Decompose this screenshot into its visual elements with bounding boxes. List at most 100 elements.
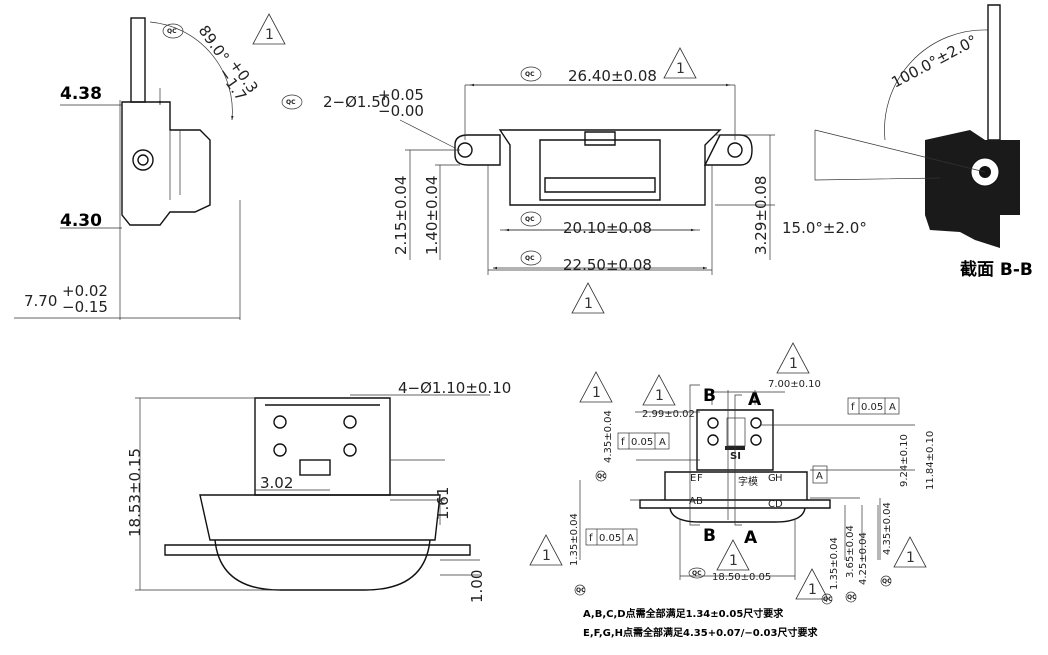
svg-text:QC: QC [576, 587, 586, 594]
svg-text:1.35±0.04: 1.35±0.04 [829, 537, 840, 590]
svg-text:89.0°: 89.0° [195, 22, 233, 66]
qc-badge: QC [574, 584, 586, 596]
svg-text:1: 1 [542, 548, 551, 564]
note-1: A,B,C,D点需全部满足1.34±0.05尺寸要求 [583, 607, 784, 620]
svg-text:QC: QC [525, 255, 535, 262]
qc-badge: QC [520, 211, 542, 227]
svg-text:B: B [696, 496, 703, 507]
svg-text:A: A [689, 496, 696, 507]
svg-text:QC: QC [525, 216, 535, 223]
revision-triangle: 1 [716, 539, 750, 571]
svg-text:QC: QC [823, 596, 833, 603]
dim-1-40: 1.40±0.04 [423, 176, 441, 255]
qc-badge: QC [520, 66, 542, 82]
svg-text:QC: QC [525, 71, 535, 78]
dim-4-30: 4.30 [60, 211, 102, 231]
svg-text:QC: QC [597, 473, 607, 480]
dim-holes-1-10: 4−Ø1.10±0.10 [398, 379, 511, 397]
fcf-bottom: f 0.05 A [585, 528, 638, 546]
dim-1-35-left: 1.35±0.04 [569, 513, 580, 566]
svg-text:1: 1 [729, 553, 738, 569]
angle-100: 100.0°±2.0° [888, 31, 980, 91]
dim-1-00: 1.00 [468, 570, 486, 603]
svg-text:F: F [697, 473, 703, 484]
svg-text:C: C [768, 499, 775, 510]
svg-text:A: A [889, 402, 896, 413]
svg-text:+0.05: +0.05 [378, 86, 424, 104]
svg-text:4.25±0.04: 4.25±0.04 [858, 532, 869, 585]
angle-89: 89.0° +0.3 −1.7 [195, 22, 262, 104]
dim-1-61: 1.61 [434, 487, 452, 520]
top-view: 18.53±0.15 3.02 1.61 1.00 4−Ø1.10±0.10 [126, 379, 511, 603]
dim-9-24: 9.24±0.10 [899, 434, 910, 487]
svg-text:0.05: 0.05 [861, 402, 883, 413]
svg-text:G: G [768, 473, 776, 484]
dim-20-10: 20.10±0.08 [563, 219, 652, 237]
qc-badge: QC [520, 250, 542, 266]
svg-text:4.35±0.04: 4.35±0.04 [882, 502, 893, 555]
svg-text:A: A [627, 533, 634, 544]
dim-3-29: 3.29±0.08 [752, 176, 770, 255]
revision-triangle: 1 [893, 536, 927, 568]
svg-text:QC: QC [847, 594, 857, 601]
svg-text:A: A [816, 471, 823, 482]
dim-holes-1-50: 2−Ø1.50 [323, 93, 390, 111]
revision-triangle: 1 [776, 342, 810, 374]
dim-3-02: 3.02 [260, 474, 293, 492]
front-view: 26.40±0.08 20.10±0.08 22.50±0.08 2−Ø1.50… [281, 47, 775, 314]
svg-text:QC: QC [167, 28, 177, 35]
note-2: E,F,G,H点需全部满足4.35+0.07/−0.03尺寸要求 [583, 626, 818, 639]
qc-badge: QC [595, 470, 607, 482]
svg-text:f: f [589, 533, 593, 544]
angle-15: 15.0°±2.0° [782, 219, 867, 237]
dim-11-84: 11.84±0.10 [925, 431, 936, 490]
svg-text:1: 1 [584, 296, 593, 312]
svg-text:−0.15: −0.15 [62, 298, 108, 316]
svg-text:A: A [748, 390, 762, 410]
revision-triangle: 1 [795, 568, 829, 600]
dim-7-70: 7.70 [24, 292, 57, 310]
svg-text:H: H [775, 473, 783, 484]
svg-text:+0.02: +0.02 [62, 282, 108, 300]
svg-text:0.05: 0.05 [599, 533, 621, 544]
dim-4-38: 4.38 [60, 84, 102, 104]
svg-text:E: E [690, 473, 696, 484]
svg-text:D: D [775, 499, 783, 510]
svg-text:1: 1 [789, 356, 798, 372]
svg-text:1: 1 [592, 385, 601, 401]
dim-2-15: 2.15±0.04 [392, 176, 410, 255]
svg-text:QC: QC [882, 578, 892, 585]
svg-text:字模: 字模 [738, 475, 758, 488]
svg-text:1: 1 [265, 27, 274, 43]
dim-18-50: 18.50±0.05 [712, 572, 771, 583]
svg-text:A: A [659, 437, 666, 448]
svg-text:f: f [851, 402, 855, 413]
fcf-top-right: f 0.05 A [847, 397, 900, 415]
revision-triangle: 1 [252, 13, 286, 45]
section-label: 截面 B-B [960, 259, 1033, 280]
revision-triangle: 1 [642, 374, 676, 406]
fcf-left: f 0.05 A [617, 432, 670, 450]
section-view-b-b: 100.0°±2.0° 15.0°±2.0° 截面 B-B [782, 4, 1033, 280]
qc-badge: QC [688, 567, 706, 579]
svg-text:1: 1 [906, 550, 915, 566]
dim-22-50: 22.50±0.08 [563, 256, 652, 274]
revision-triangle: 1 [579, 371, 613, 403]
svg-text:B: B [703, 526, 716, 546]
qc-badge: QC [880, 575, 892, 587]
svg-text:f: f [621, 437, 625, 448]
datum-a: A [812, 465, 828, 484]
qc-badge: QC [162, 23, 184, 39]
svg-text:1: 1 [808, 582, 817, 598]
dim-18-53: 18.53±0.15 [126, 448, 144, 537]
svg-text:1: 1 [655, 388, 664, 404]
dim-2-99: 2.99±0.02 [642, 409, 695, 420]
svg-text:3.65±0.04: 3.65±0.04 [845, 525, 856, 578]
detail-view: B A B A 7.00±0.10 2.99±0.02 4.35±0.04 9.… [529, 342, 936, 605]
dim-7-00: 7.00±0.10 [768, 379, 821, 390]
svg-text:0.05: 0.05 [631, 437, 653, 448]
dim-4-35-left: 4.35±0.04 [603, 410, 614, 463]
revision-triangle: 1 [529, 534, 563, 566]
svg-text:QC: QC [286, 99, 296, 106]
